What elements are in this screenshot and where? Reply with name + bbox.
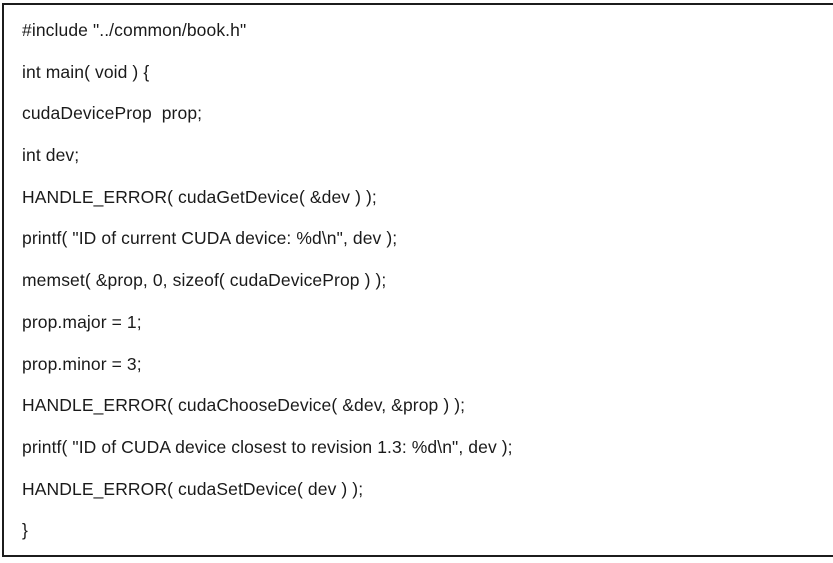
code-line: HANDLE_ERROR( cudaGetDevice( &dev ) );	[22, 186, 377, 207]
code-line: }	[22, 520, 28, 541]
code-line: prop.major = 1;	[22, 311, 142, 332]
code-line: printf( "ID of current CUDA device: %d\n…	[22, 228, 398, 249]
code-line: int main( void ) {	[22, 61, 150, 82]
code-line: #include "../common/book.h"	[22, 20, 247, 40]
code-line: HANDLE_ERROR( cudaChooseDevice( &dev, &p…	[22, 395, 466, 416]
code-line: memset( &prop, 0, sizeof( cudaDeviceProp…	[22, 270, 387, 291]
code-line: printf( "ID of CUDA device closest to re…	[22, 436, 513, 457]
code-line: int dev;	[22, 145, 80, 166]
code-line: cudaDeviceProp prop;	[22, 103, 203, 124]
code-listing-box: #include "../common/book.h" int main( vo…	[2, 3, 833, 557]
code-line: HANDLE_ERROR( cudaSetDevice( dev ) );	[22, 478, 364, 499]
code-line: prop.minor = 3;	[22, 353, 142, 374]
